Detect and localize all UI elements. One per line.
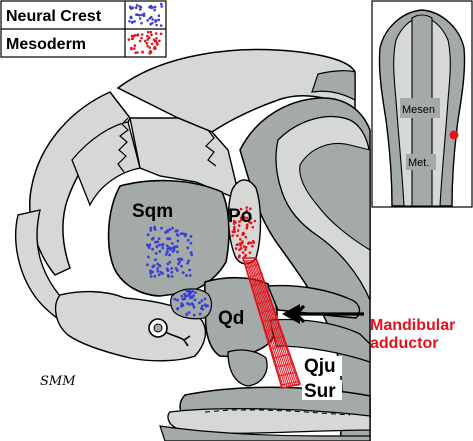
mandibular-adductor-muscle (241, 257, 302, 389)
label-bg-qju (302, 356, 342, 376)
dorsal-band (311, 70, 356, 101)
brain-inset: Mesen Met. (371, 0, 473, 208)
label-bg-sur (302, 380, 342, 400)
quadrate-process (227, 349, 268, 387)
inset-mesoderm-marker (449, 130, 459, 140)
pointer-arrow-head (282, 304, 300, 324)
legend-label-mesoderm: Mesoderm (6, 36, 86, 53)
legend: Neural Crest Mesoderm (0, 0, 167, 58)
neural-crest-dots-squamosal (145, 225, 194, 278)
jaw-suture-dashed (204, 409, 351, 416)
inset-label-mesen: Mesen (402, 104, 435, 116)
suture-line-2 (205, 129, 217, 167)
ear-ossicle-icon (148, 318, 191, 347)
muscle-label-line2: adductor (370, 335, 438, 352)
inset-label-met: Met. (408, 157, 429, 169)
jaw-articular (167, 408, 371, 434)
label-postorbital: Po (228, 206, 252, 227)
neural-crest-dots-quadrate (173, 288, 210, 317)
artist-signature: SMM (40, 374, 76, 389)
legend-swatch-neural-crest (128, 2, 163, 27)
otic-bone (54, 290, 207, 362)
legend-swatch-mesoderm (127, 30, 163, 55)
label-quadratojugal: Qju (304, 356, 336, 377)
label-quadrate: Qd (218, 308, 244, 329)
suture-line (117, 117, 129, 173)
jaw-lower-edge (159, 425, 371, 441)
legend-label-neural-crest: Neural Crest (6, 8, 102, 25)
mesoderm-dots-postorbital (231, 206, 257, 259)
muscle-label-line1: Mandibular (370, 317, 455, 334)
label-squamosal: Sqm (132, 201, 173, 222)
muscle-hatching (243, 259, 300, 387)
braincase-curve (299, 143, 371, 251)
label-surangular: Sur (304, 381, 336, 402)
